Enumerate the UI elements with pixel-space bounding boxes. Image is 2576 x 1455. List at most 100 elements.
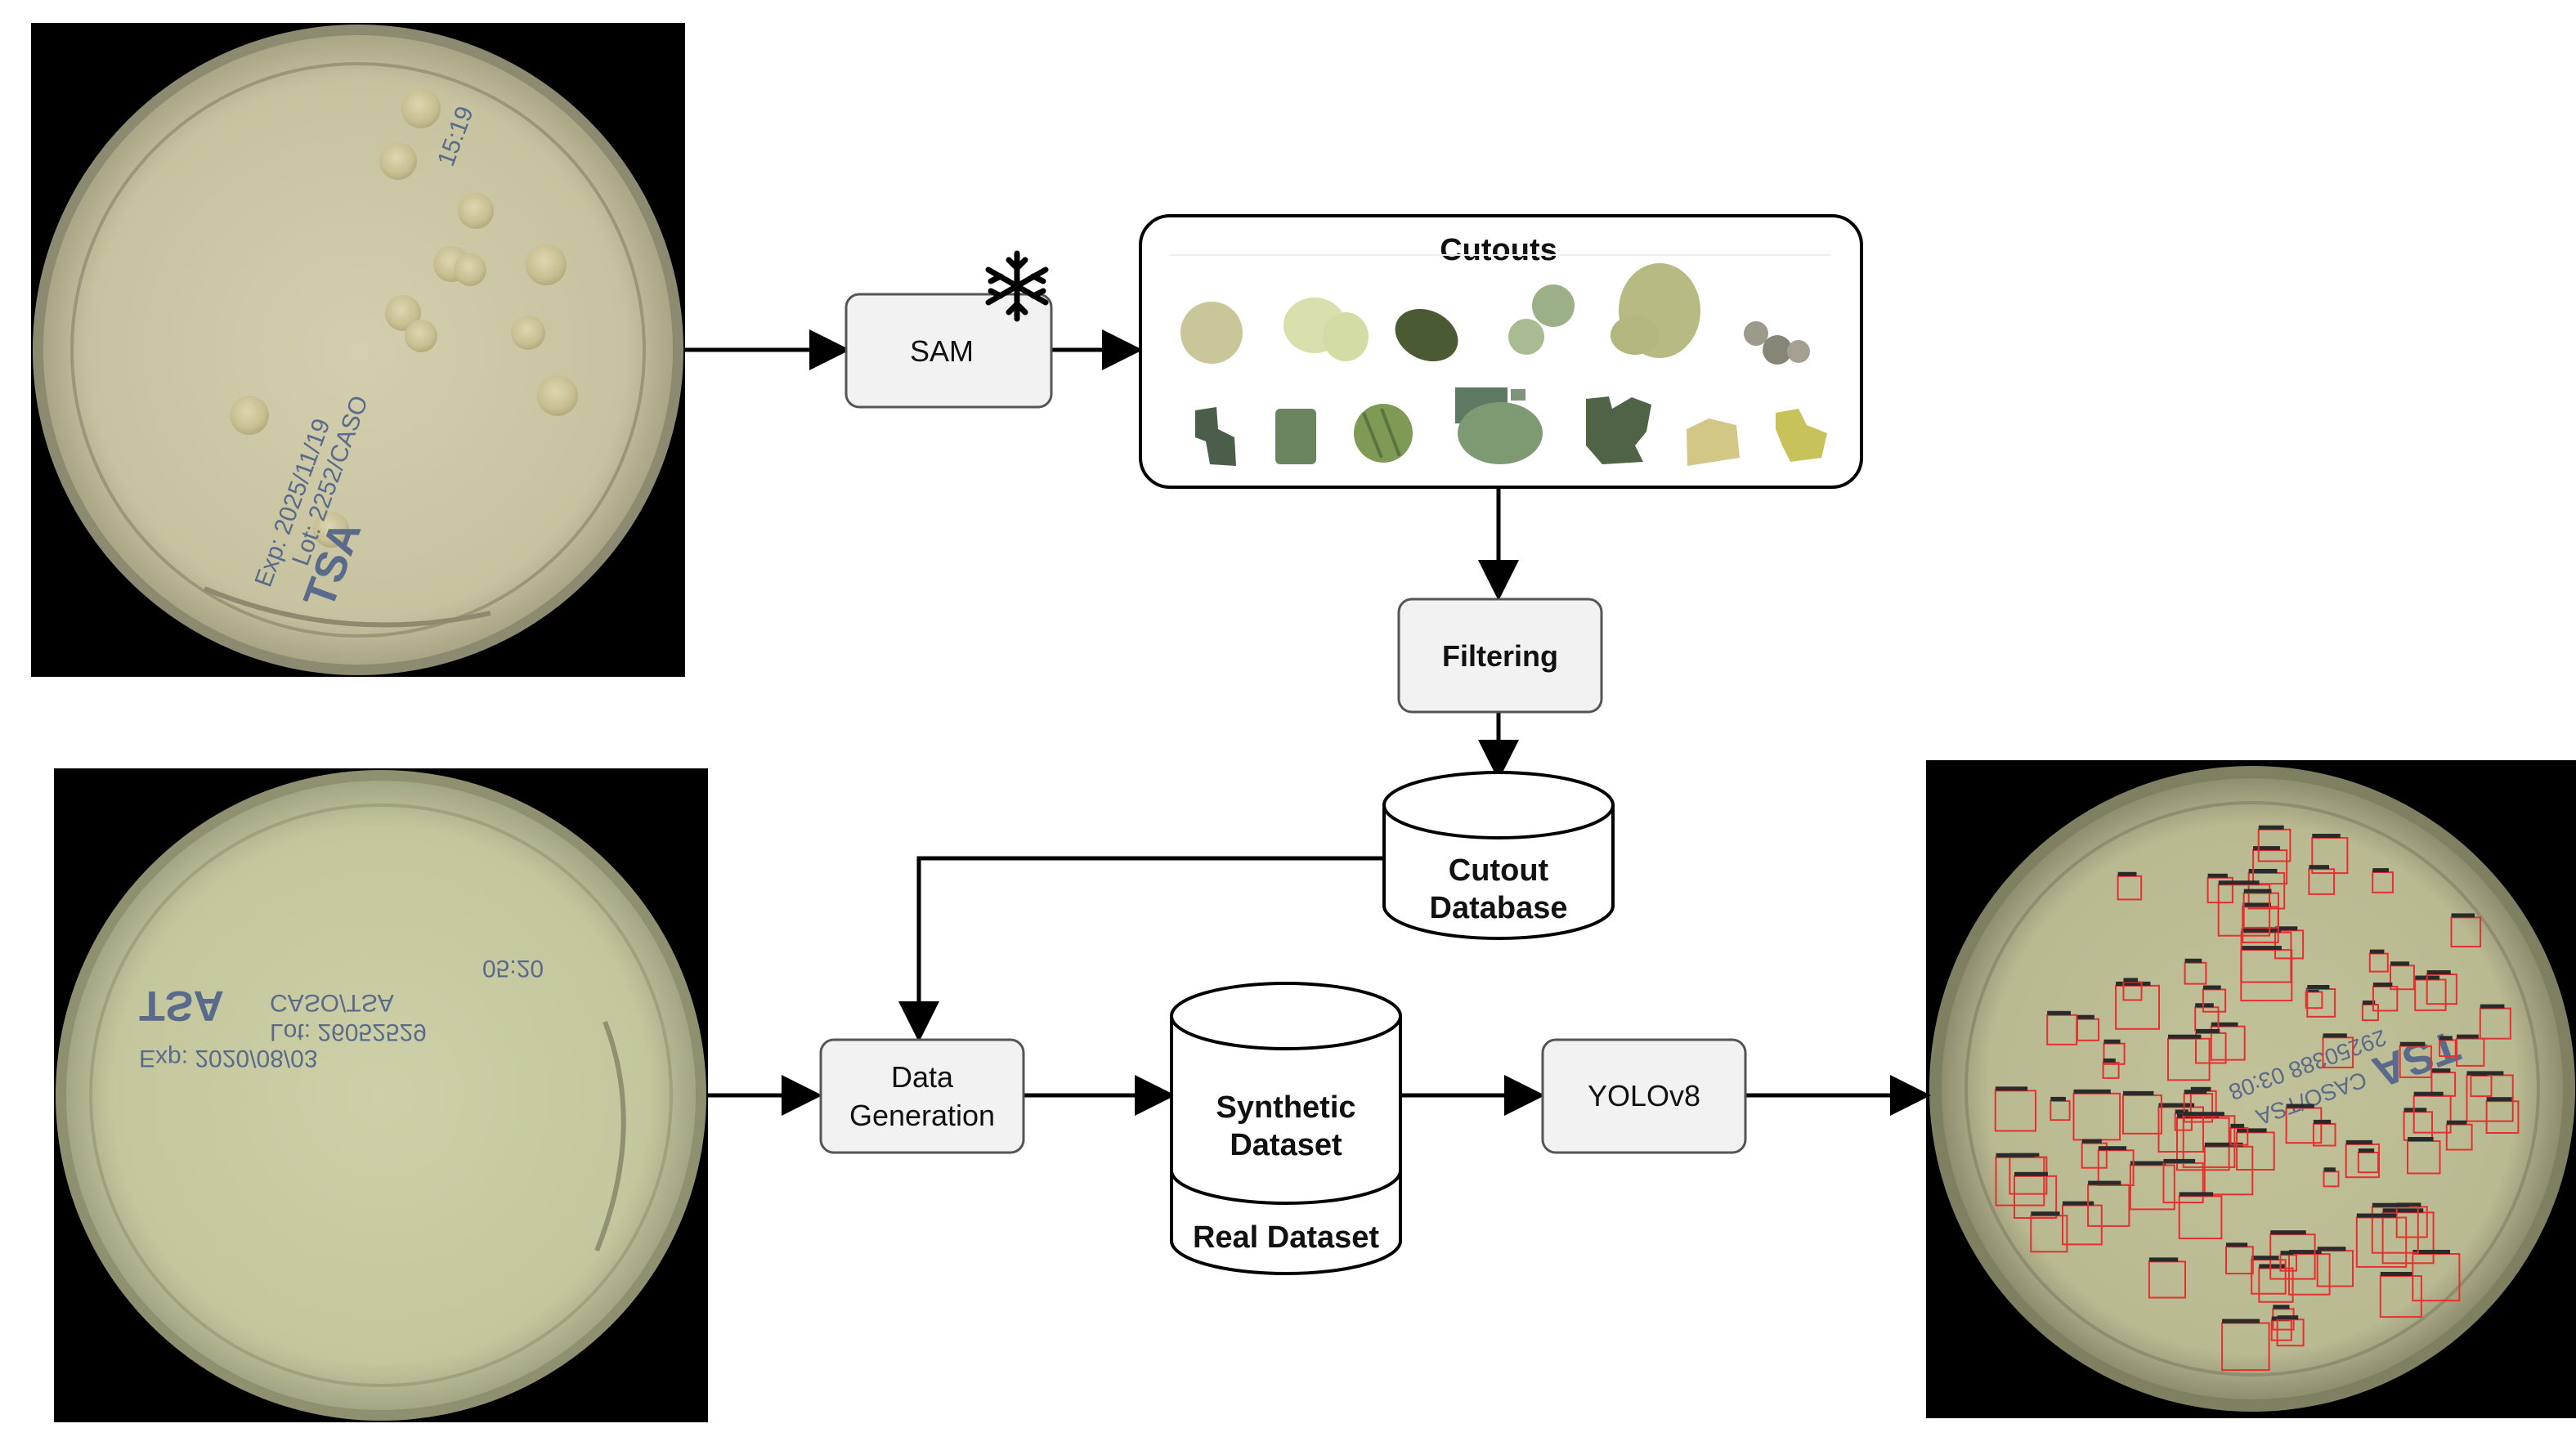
flow-arrows	[685, 329, 1931, 1116]
cutout-sample	[1687, 419, 1740, 466]
filtering-box	[1397, 598, 1603, 714]
colony	[379, 142, 417, 180]
real-dataset-label: Real Dataset	[1193, 1220, 1379, 1255]
detection-box-tag	[2116, 981, 2151, 986]
detection-box-tag	[2218, 880, 2260, 885]
background-plate-image: Exp: 2020/08/03 Lot: 26052529 TSA CASO/T…	[54, 768, 708, 1422]
input-plate-agar	[43, 35, 673, 665]
cutout-sample	[1776, 409, 1827, 462]
detection-box-tag	[2251, 1256, 2279, 1260]
detection-box-tag	[2486, 1097, 2512, 1102]
detection-box-tag	[2372, 983, 2393, 987]
detection-box-tag	[2313, 1119, 2332, 1124]
detection-box-tag	[2289, 1250, 2322, 1255]
detection-box-tag	[2312, 834, 2341, 838]
detection-box-tag	[2253, 846, 2280, 851]
detection-box-tag	[2184, 1090, 2207, 1095]
colony	[537, 375, 578, 416]
detection-box-tag	[2242, 902, 2271, 907]
cutout-sample-stripe	[1380, 408, 1401, 457]
detection-box-tag	[2088, 1180, 2121, 1185]
input-plate-colonies	[230, 89, 578, 548]
cutout-samples	[1180, 263, 1827, 466]
result-plate-inner-ring	[1964, 801, 2540, 1377]
detection-box-tag	[2222, 1318, 2260, 1323]
database-label-line2: Database	[1430, 891, 1568, 925]
yolo-label: YOLOv8	[1588, 1079, 1700, 1113]
cutout-sample	[1586, 396, 1651, 464]
cutout-sample	[1744, 321, 1768, 346]
detection-box-tag	[2226, 1242, 2248, 1247]
detection-box-tag	[2408, 1137, 2434, 1141]
cutout-sample	[1787, 340, 1810, 363]
synthetic-dataset-label-line2: Dataset	[1230, 1128, 1342, 1162]
detection-box-tag	[2190, 1086, 2211, 1091]
detection-box-tag	[2098, 1146, 2127, 1151]
detection-box-tag	[2031, 1211, 2060, 1216]
yolo-box	[1541, 1038, 1747, 1154]
database-top	[1382, 771, 1615, 839]
data-generation-label-line2: Generation	[849, 1099, 995, 1132]
plate-label-line: 05:20	[482, 955, 544, 982]
cutouts-title: Cutouts	[1440, 233, 1557, 267]
cutout-sample	[1275, 409, 1316, 464]
detection-box-tag	[2369, 949, 2385, 954]
detection-box-tag	[2103, 1058, 2116, 1063]
detection-box-tag	[2446, 1120, 2467, 1125]
input-plate-rim-mark	[203, 586, 491, 628]
detection-box-tag	[2073, 1089, 2111, 1094]
colony	[385, 295, 421, 331]
dataset-body	[1170, 1016, 1402, 1275]
input-plate-inner-ring	[70, 62, 646, 638]
detection-box-tag	[2345, 1139, 2372, 1144]
detection-box-tag	[2241, 928, 2282, 933]
detection-box-tag	[2317, 1247, 2346, 1251]
colony	[526, 244, 567, 285]
background-plate-label-text: Exp: 2020/08/03 Lot: 26052529 TSA CASO/T…	[139, 955, 544, 1072]
detection-box-tag	[2103, 1039, 2121, 1044]
detection-box-tag	[2323, 1167, 2336, 1172]
detection-box-tag	[2207, 873, 2228, 878]
data-generation-node: Data Generation	[819, 1038, 1025, 1154]
detection-box-tag	[2358, 1148, 2375, 1153]
dataset-node: Synthetic Dataset Real Dataset	[1170, 982, 1402, 1275]
database-body	[1382, 805, 1615, 940]
colony	[401, 89, 441, 128]
detection-box-tag	[2307, 985, 2330, 989]
detection-box-tag	[2117, 871, 2137, 876]
yolo-node: YOLOv8	[1541, 1038, 1747, 1154]
arrow-database-to-generation	[898, 856, 1384, 1042]
detection-box-tag	[2195, 1003, 2214, 1008]
detection-box-tag	[2077, 1014, 2094, 1019]
colony	[458, 193, 494, 229]
detection-boxes	[1994, 825, 2520, 1372]
detection-box-tag	[2163, 1158, 2196, 1163]
detection-box-tag	[2356, 1213, 2397, 1218]
detection-box-tag	[2426, 970, 2451, 974]
detection-box-tag	[2047, 1010, 2071, 1015]
detection-box-tag	[2202, 985, 2221, 990]
data-generation-label-line1: Data	[891, 1060, 954, 1094]
detection-box-tag	[2014, 1171, 2048, 1176]
cutout-sample	[1611, 316, 1660, 355]
detection-box-tag	[2196, 1028, 2220, 1033]
snowflake-frozen-icon	[985, 250, 1049, 322]
detection-box-tag	[2280, 1251, 2294, 1256]
detection-box-tag	[2123, 1090, 2154, 1095]
data-generation-box	[819, 1038, 1025, 1154]
plate-label-line: CASO/TSA	[270, 989, 394, 1016]
cutout-sample	[1511, 389, 1525, 401]
detection-result-image: TSA CASO/TSA 29250388 03:08	[1926, 760, 2576, 1418]
dataset-divider	[1170, 1170, 1402, 1205]
cutout-sample	[1323, 312, 1369, 361]
detection-box-tag	[2412, 1250, 2450, 1254]
detection-box-tag	[2179, 1192, 2214, 1197]
plate-label-line: Exp: 2020/08/03	[139, 1045, 318, 1072]
detection-box-tag	[2480, 1004, 2505, 1009]
detection-box-tag	[2273, 1305, 2290, 1310]
input-plate-image: Exp: 2025/11/19 Lot: 2252/CASO TSA 15:19	[31, 23, 685, 677]
colony	[313, 512, 349, 548]
cutout-sample	[1395, 308, 1458, 362]
detection-box-tag	[1996, 1153, 2035, 1157]
